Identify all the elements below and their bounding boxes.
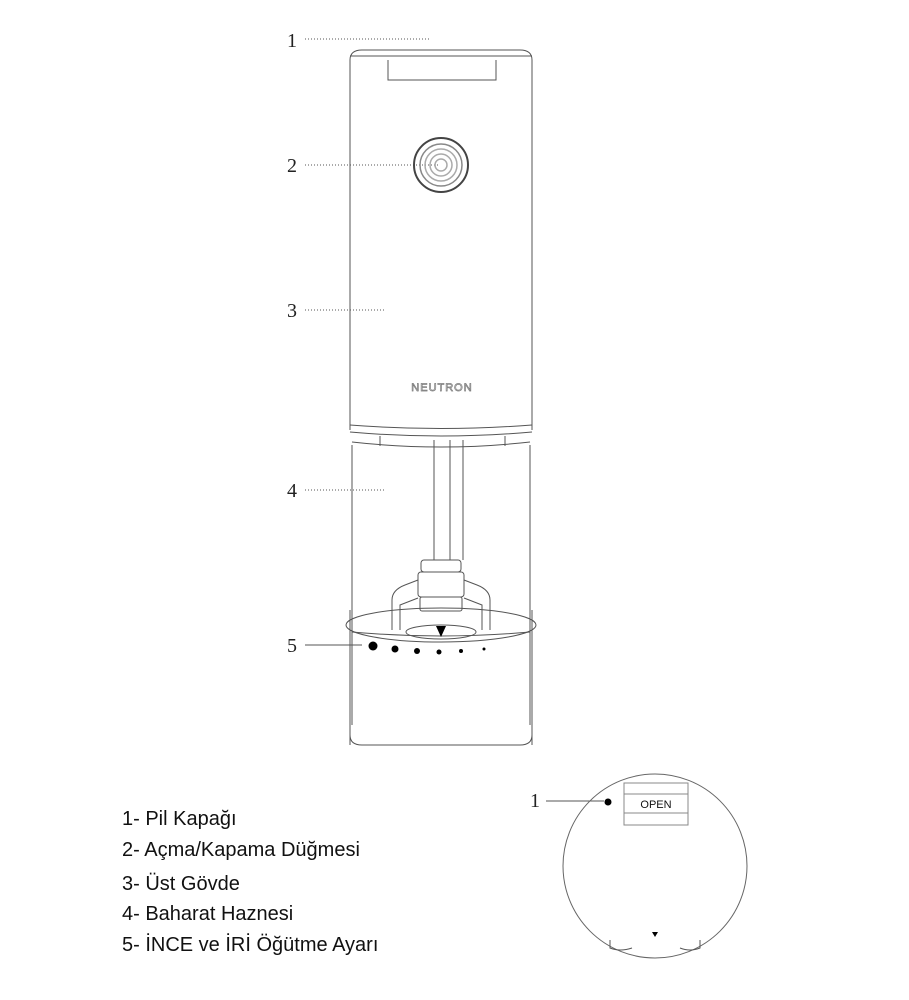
- coarseness-dots: [368, 641, 486, 655]
- bottom-arrow-icon: [652, 932, 658, 937]
- open-label: OPEN: [640, 799, 671, 811]
- spice-chamber: [345, 440, 537, 725]
- battery-cap: [349, 49, 533, 81]
- upper-body: [349, 60, 533, 448]
- callout-4: 4: [287, 480, 297, 502]
- open-latch[interactable]: [623, 782, 689, 826]
- callout-2: 2: [287, 155, 297, 177]
- legend-item-grind-setting: 5- İNCE ve İRİ Öğütme Ayarı: [122, 934, 379, 956]
- grind-adjuster-base: [349, 610, 533, 746]
- callout-5: 5: [287, 635, 297, 657]
- brand-logo: NEUTRON: [411, 382, 472, 394]
- bottom-callout-1: 1: [530, 790, 540, 812]
- legend-item-power-button: 2- Açma/Kapama Düğmesi: [122, 839, 360, 861]
- power-button: [413, 137, 469, 193]
- legend-item-upper-body: 3- Üst Gövde: [122, 873, 240, 895]
- pointer-triangle-icon: [436, 626, 446, 637]
- bottom-view: 1 OPEN: [530, 773, 748, 959]
- callout-1: 1: [287, 30, 297, 52]
- legend-item-spice-chamber: 4- Baharat Haznesi: [122, 903, 294, 925]
- legend-item-battery-cap: 1- Pil Kapağı: [122, 808, 237, 830]
- callout-3: 3: [287, 300, 297, 322]
